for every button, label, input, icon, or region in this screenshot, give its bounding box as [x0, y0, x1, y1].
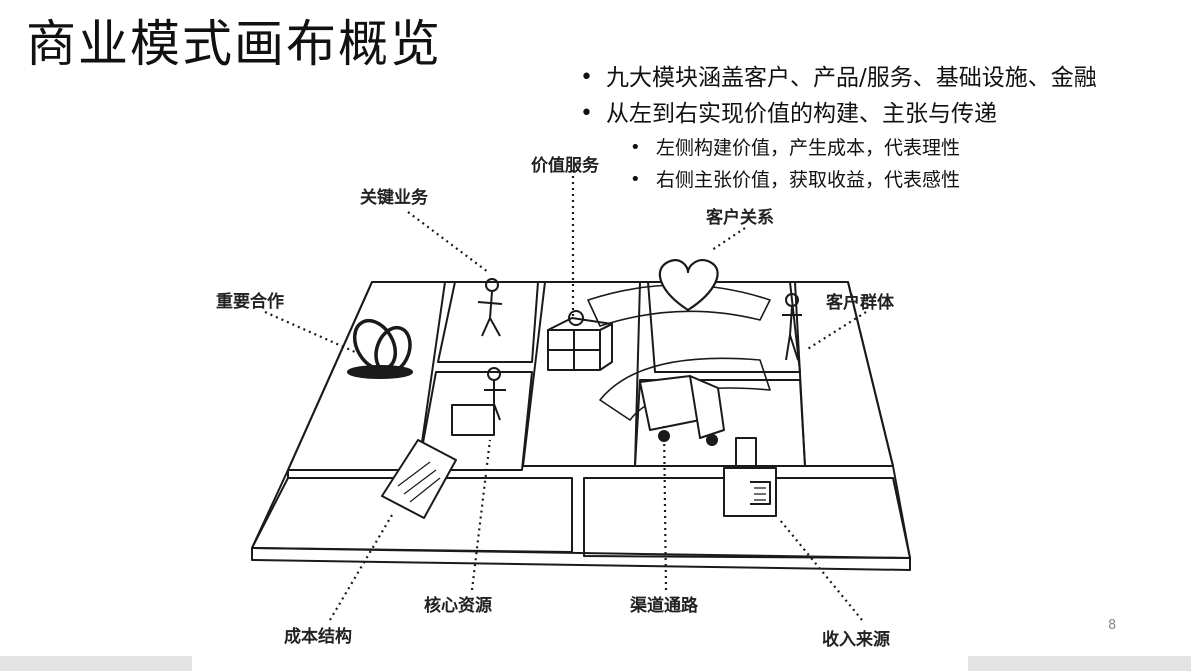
- label-customer-segments: 客户群体: [826, 293, 894, 313]
- value-propositions-block: [522, 281, 641, 467]
- sub-bullet-item: 左侧构建价值，产生成本，代表理性: [630, 136, 1097, 168]
- leader-key-partners: [264, 310, 356, 354]
- revenue-streams-block: [583, 477, 911, 559]
- leader-key-activities: [407, 211, 489, 273]
- cost-structure-block: [251, 477, 573, 553]
- leader-key-resources: [470, 439, 492, 591]
- label-key-activities: 关键业务: [360, 188, 428, 208]
- channels-block: [634, 379, 806, 467]
- label-key-resources: 核心资源: [424, 596, 492, 616]
- leader-customer-relationships: [711, 227, 746, 251]
- person-icon: [485, 278, 499, 292]
- slide-title: 商业模式画布概览: [26, 15, 442, 73]
- key-partners-block: [287, 281, 446, 471]
- label-cost-structure: 成本结构: [284, 627, 352, 647]
- label-key-partners: 重要合作: [216, 292, 284, 312]
- page-number: 8: [1108, 618, 1117, 633]
- label-customer-relationships: 客户关系: [706, 208, 774, 228]
- bottom-bar-center: [192, 656, 968, 671]
- bullet-item: 九大模块涵盖客户、产品/服务、基础设施、金融: [580, 64, 1097, 100]
- leader-channels: [662, 424, 668, 591]
- label-channels: 渠道通路: [630, 596, 698, 616]
- document-icon: [381, 439, 457, 519]
- key-activities-block: [437, 281, 539, 363]
- bullet-item: 从左到右实现价值的构建、主张与传递: [580, 100, 1097, 136]
- heart-icon: [658, 259, 719, 312]
- label-value-propositions: 价值服务: [531, 156, 599, 176]
- label-revenue-streams: 收入来源: [822, 630, 890, 650]
- cash-register-icon: [723, 467, 777, 517]
- bullet-list: 九大模块涵盖客户、产品/服务、基础设施、金融 从左到右实现价值的构建、主张与传递…: [580, 64, 1097, 200]
- leader-cost-structure: [329, 514, 393, 621]
- sub-bullet-item: 右侧主张价值，获取收益，代表感性: [630, 168, 1097, 200]
